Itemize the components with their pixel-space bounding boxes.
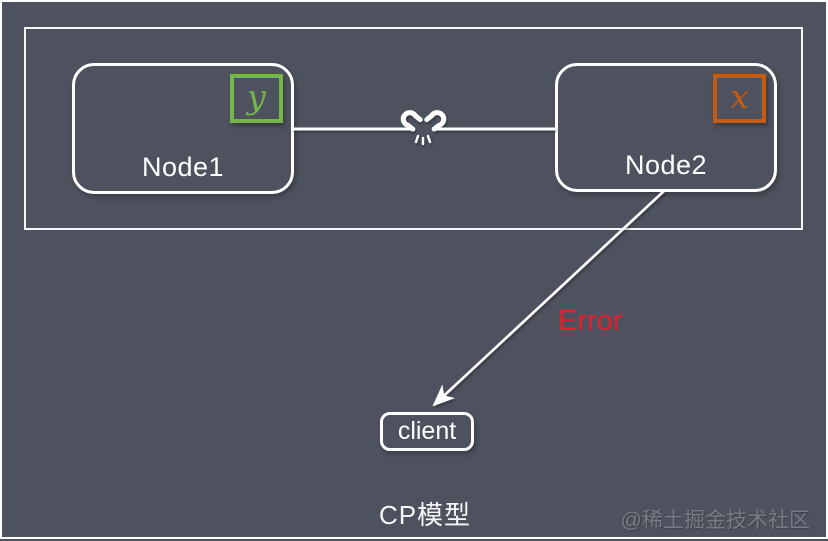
error-label: Error — [558, 305, 623, 337]
node1-value: y — [247, 77, 266, 116]
client-label: client — [397, 417, 457, 445]
node2-value-box: x — [713, 74, 766, 123]
diagram-title: CP模型 — [378, 500, 472, 530]
node2-box: x Node2 — [555, 63, 777, 192]
cluster-frame: y Node1 x Node2 — [24, 27, 803, 230]
node1-box: y Node1 — [72, 63, 294, 194]
node1-label: Node1 — [141, 152, 225, 182]
client-box: client — [380, 412, 474, 451]
watermark-text: @稀土掘金技术社区 — [620, 509, 810, 532]
node2-label: Node2 — [624, 150, 708, 180]
node2-value: x — [730, 77, 749, 116]
node1-value-box: y — [230, 74, 283, 123]
